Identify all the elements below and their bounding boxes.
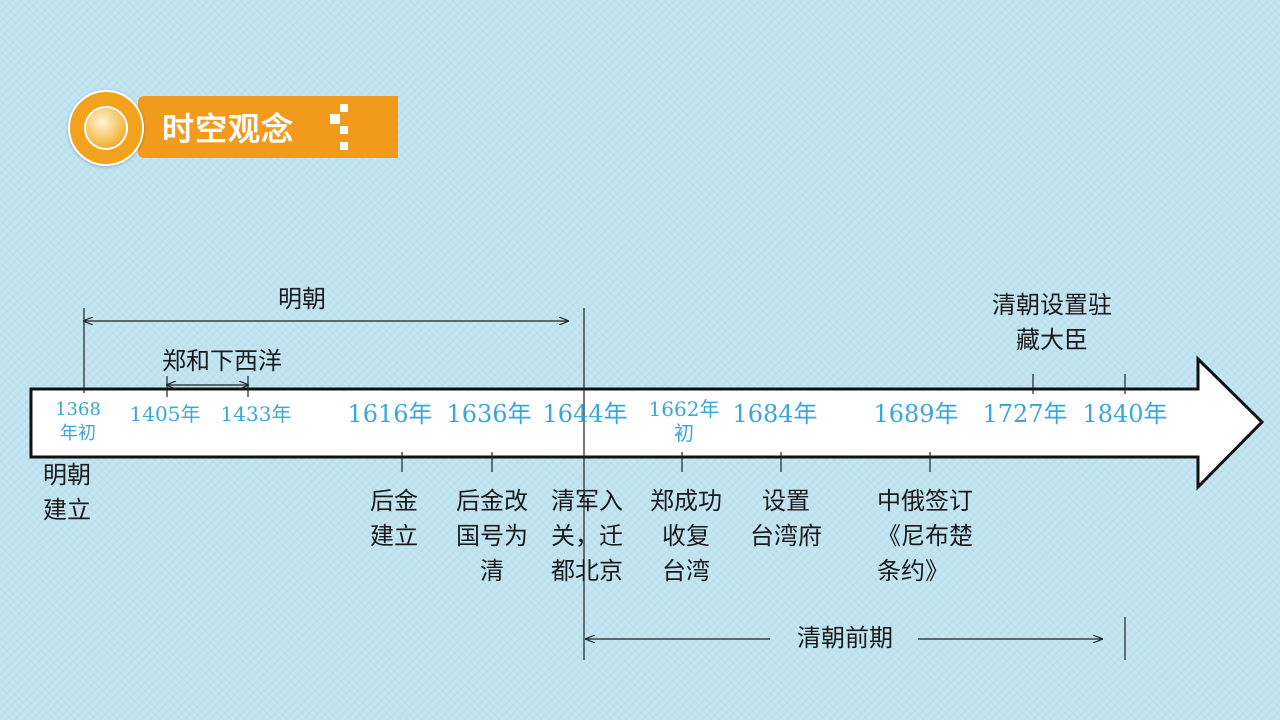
year-1684: 1684年 <box>732 400 818 428</box>
event-qing-enter-beijing: 清军入关，迁都北京 <box>551 487 623 585</box>
badge-bar <box>138 96 398 158</box>
event-tibet-minister: 清朝设置驻藏大臣 <box>992 291 1112 354</box>
year-1405: 1405年 <box>129 402 201 426</box>
event-ming-founded: 明朝建立 <box>43 461 91 524</box>
year-1727: 1727年 <box>982 400 1068 428</box>
year-1616: 1616年 <box>347 400 433 428</box>
section-badge: 时空观念 <box>68 90 398 166</box>
section-title: 时空观念 <box>162 110 295 148</box>
badge-square-icon <box>340 104 348 112</box>
span-label-zhenghe: 郑和下西洋 <box>162 347 282 375</box>
year-1636: 1636年 <box>446 400 532 428</box>
year-1644: 1644年 <box>542 400 628 428</box>
timeline-arrow <box>29 355 1265 491</box>
event-later-jin-founded: 后金建立 <box>370 487 418 550</box>
year-1662: 1662年初 <box>648 397 720 445</box>
span-label-qing-early: 清朝前期 <box>797 624 893 652</box>
year-1433: 1433年 <box>220 402 292 426</box>
year-1840: 1840年 <box>1082 400 1168 428</box>
event-taiwan-recovered: 郑成功收复台湾 <box>650 487 722 585</box>
event-taiwan-prefecture: 设置台湾府 <box>750 487 822 550</box>
year-1689: 1689年 <box>873 400 959 428</box>
badge-square-icon <box>330 114 340 124</box>
event-renamed-qing: 后金改国号为清 <box>456 487 528 585</box>
badge-square-icon <box>340 126 348 134</box>
event-treaty-nerchinsk: 中俄签订《尼布楚条约》 <box>877 487 973 585</box>
badge-square-icon <box>340 142 348 150</box>
span-label-ming: 明朝 <box>278 285 326 313</box>
badge-circle-icon <box>68 90 144 166</box>
